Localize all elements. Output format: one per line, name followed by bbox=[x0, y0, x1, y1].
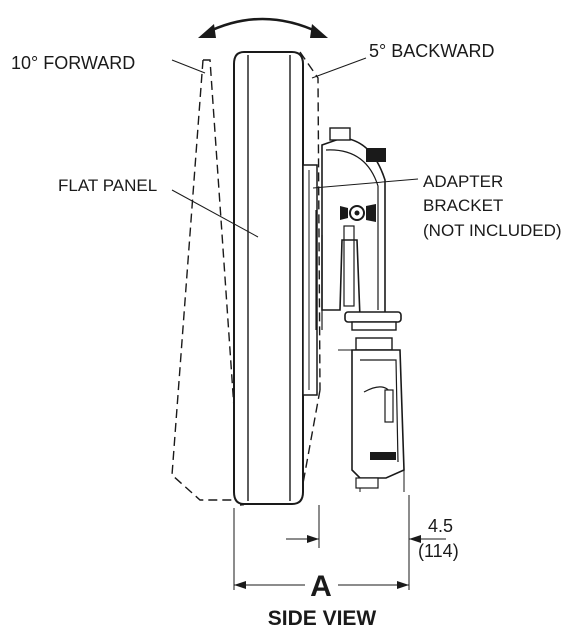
adapter-label-line3: (NOT INCLUDED) bbox=[423, 221, 562, 240]
backward-leader bbox=[311, 57, 367, 79]
adapter-label-line2: BRACKET bbox=[423, 196, 503, 215]
flat-panel-label: FLAT PANEL bbox=[58, 176, 157, 195]
forward-tilt-label: 10° FORWARD bbox=[11, 53, 135, 73]
flat-panel-leader bbox=[171, 189, 259, 238]
dimension-letter: A bbox=[310, 570, 332, 603]
adapter-leader bbox=[312, 178, 419, 189]
forward-leader bbox=[171, 59, 206, 74]
adapter-bracket bbox=[315, 127, 405, 492]
forward-tilt-outline bbox=[171, 59, 241, 501]
tilt-arrow-right-head-icon bbox=[310, 24, 328, 38]
flat-panel bbox=[233, 51, 318, 505]
tilt-arrow bbox=[198, 17, 328, 38]
tilt-arrow-left-head-icon bbox=[198, 24, 216, 38]
backward-tilt-label: 5° BACKWARD bbox=[369, 41, 495, 61]
backward-tilt-outline bbox=[239, 51, 321, 506]
dimension-lines bbox=[233, 495, 446, 590]
dimension-metric: (114) bbox=[418, 541, 459, 561]
adapter-label-line1: ADAPTER bbox=[423, 172, 503, 191]
dimension-value: 4.5 bbox=[428, 516, 453, 536]
diagram-caption: SIDE VIEW bbox=[268, 607, 377, 630]
